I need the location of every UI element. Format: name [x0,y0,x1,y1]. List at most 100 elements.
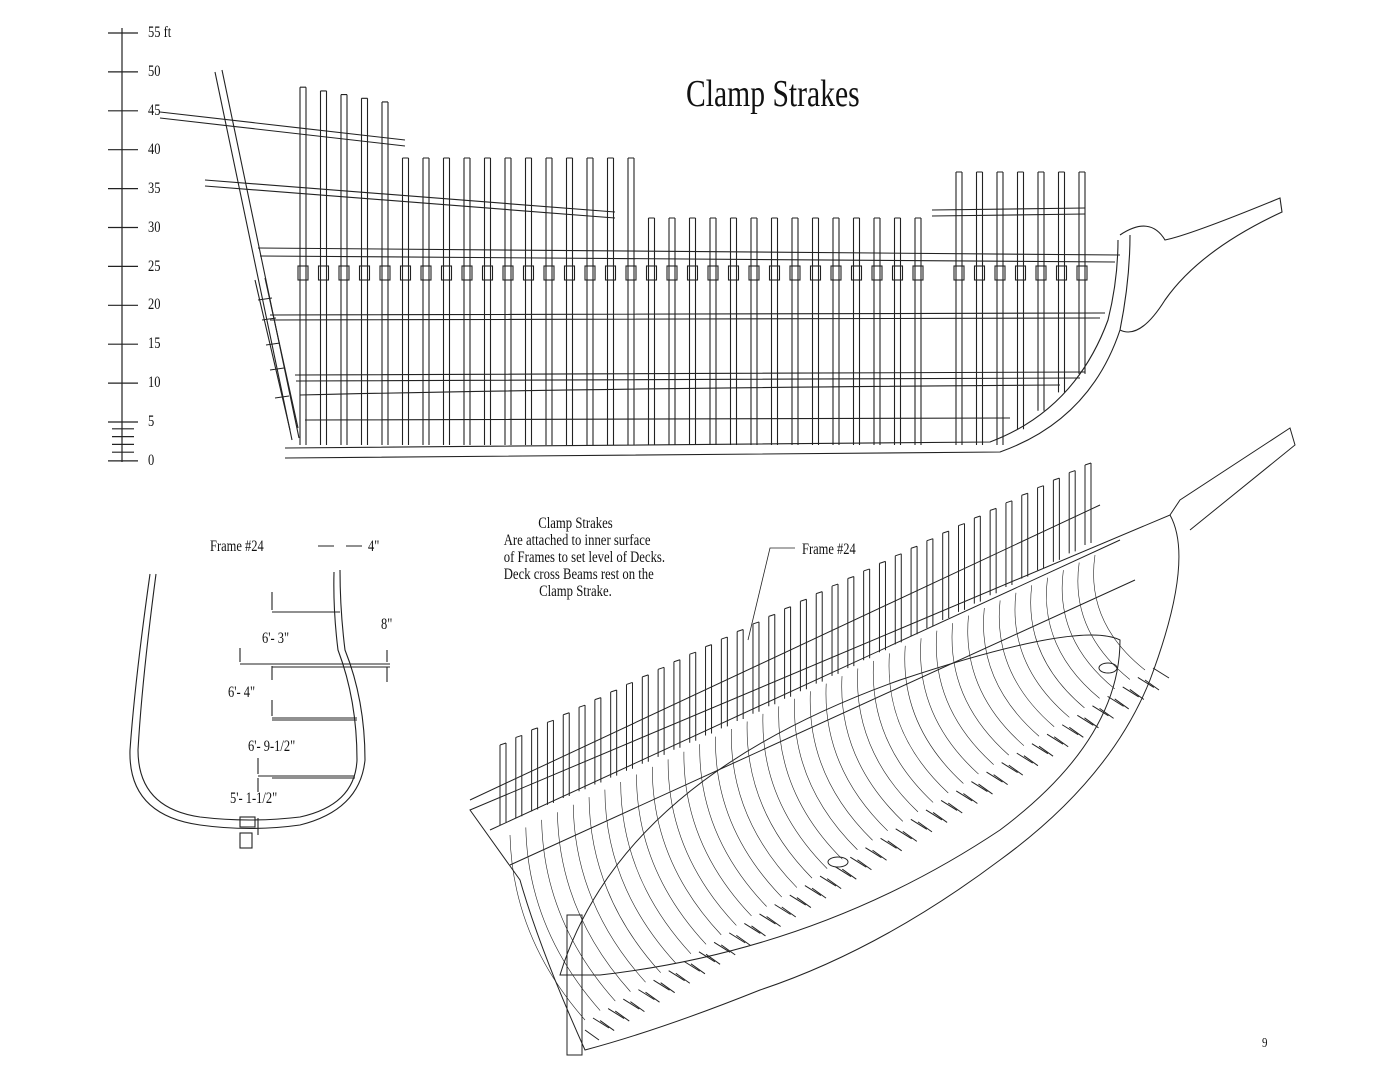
scale-label: 0 [148,452,155,469]
strake-notch [1055,265,1068,281]
strake-notch [461,265,473,281]
strake-notch [748,265,760,281]
strake-notch [912,265,924,281]
iso-rib [888,653,949,794]
strake-notch [420,265,432,281]
iso-frame-head [1052,477,1060,562]
iso-frame-head [878,560,886,653]
strake-notch [953,265,965,281]
iso-rib-end [781,894,807,918]
iso-rib-end [584,1017,610,1041]
strake-notch [850,265,863,281]
note-line: Clamp Strakes [538,515,613,532]
keel-block [239,832,253,849]
scale-label: 15 [148,335,161,353]
iso-rib [809,691,873,841]
frame-timber [381,101,389,445]
iso-rib-end [751,913,776,937]
frame-timber [852,217,861,445]
scale-label: 25 [148,257,161,275]
iso-rib-end [1038,733,1064,757]
iso-rib [762,713,828,869]
frame-timber [811,217,820,445]
iso-rib-end [932,800,958,823]
iso-rib [778,706,843,860]
frame-timber [627,157,635,445]
clamp-lines [240,611,357,779]
frame-timber [565,157,574,445]
note-line: Clamp Strake. [539,583,612,600]
rail-stern-lower [204,179,616,219]
iso-frame-head [546,719,554,805]
scale-label: 20 [148,296,161,314]
frame-timber [524,157,533,445]
frame-timber [606,157,615,445]
iso-rib [794,698,858,850]
iso-rib [951,623,1009,756]
clamp-size-label: 8" [381,616,393,633]
strake-notch [563,265,576,281]
frame-timber [729,217,738,445]
clamp-strakes-note: Clamp Strakes Are attached to inner surf… [504,515,665,600]
ceiling-planking [299,384,1061,421]
frame-timber [914,217,922,445]
strake-notch [1076,265,1088,281]
iso-frame-head [578,704,586,792]
iso-rib-end [705,941,731,965]
iso-rib-end [796,885,822,908]
iso-rib-end [766,904,791,927]
iso-rib [604,789,677,964]
strake-notch [604,265,617,281]
iso-rib [541,819,616,1002]
frame-timber [770,217,779,445]
iso-frame-head [720,636,728,729]
scale-label: 50 [148,63,161,80]
stem-and-bowsprit [1119,197,1283,333]
iso-frame-head [894,553,902,645]
iso-rib-end [630,989,655,1013]
frame-thickness-label: 4" [368,538,380,555]
frame-timber [1037,171,1045,411]
iso-rib [872,660,934,803]
strake-notch [481,265,494,281]
frame-timber [893,217,902,445]
iso-frame-head [910,545,918,637]
iso-rib-end [887,828,912,852]
frame-timber [668,217,676,445]
iso-rib [715,736,782,898]
rail-stern-upper [159,111,406,147]
iso-frame-head [989,507,997,596]
strake-notch [1035,265,1047,281]
mast-step [827,856,849,868]
iso-rib-end [736,922,761,946]
iso-rib-end [857,847,882,871]
iso-rib-end [720,932,746,956]
iso-frame-head [515,734,523,819]
iso-frame-head [768,613,776,707]
iso-rib-end [978,771,1003,795]
inner-floor [559,634,1121,976]
frame-timber [483,157,492,445]
iso-frame-head [784,606,792,699]
scale-label: 45 [148,101,161,119]
iso-rib [1030,585,1085,709]
iso-rib-end [599,1008,625,1031]
strake-notch [686,265,699,281]
iso-rib-end [993,762,1018,786]
strake-notch [1014,265,1027,281]
iso-rib-end [690,951,716,975]
iso-rib [999,600,1055,727]
iso-frame-head [736,629,744,722]
strake-notch [830,265,842,281]
iso-frame-head [705,644,713,736]
height-scale [108,28,138,462]
iso-rib [1014,592,1070,718]
iso-rib [699,744,767,907]
iso-rib [1093,554,1146,671]
frame-timber [688,217,697,445]
scale-label: 35 [148,179,161,197]
strake-notch [584,265,596,281]
frame-timber [401,157,410,445]
frame-timber [709,217,717,445]
frame-timber [955,171,963,445]
